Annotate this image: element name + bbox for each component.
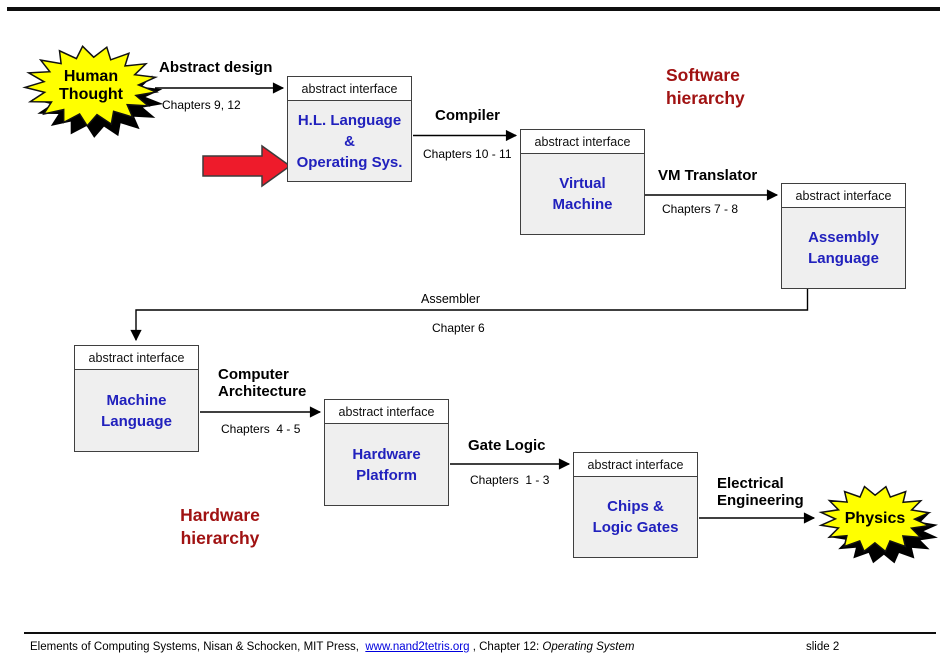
box-hl-language: abstract interface H.L. Language & Opera… — [287, 76, 412, 182]
hardware-hierarchy-label: Hardware hierarchy — [180, 505, 260, 548]
footer: Elements of Computing Systems, Nisan & S… — [30, 641, 634, 653]
human-thought-label: Human Thought — [59, 68, 123, 103]
box-title-hardware-platform: Hardware Platform — [352, 445, 421, 484]
top-rule — [7, 7, 940, 11]
box-title-assembly-language: Assembly Language — [808, 229, 879, 267]
box-title-chips-logic-gates: Chips & Logic Gates — [592, 498, 679, 536]
physics-label: Physics — [844, 510, 906, 527]
nand2tetris-link[interactable]: www.nand2tetris.org — [365, 641, 470, 653]
chapters-computer-architecture: Chapters 4 - 5 — [221, 422, 301, 436]
red-focus-arrow-icon — [202, 144, 292, 188]
box-title-hl-language: H.L. Language & Operating Sys. — [296, 111, 403, 171]
abstract-interface-header: abstract interface — [75, 346, 198, 370]
box-assembly-language: abstract interface Assembly Language — [781, 183, 906, 289]
arrow-assembler — [130, 288, 809, 342]
box-hardware-platform: abstract interface Hardware Platform — [324, 399, 449, 506]
footer-text-after-link: , Chapter 12: — [469, 641, 543, 653]
abstract-interface-header: abstract interface — [288, 77, 411, 101]
label-abstract-design: Abstract design — [159, 59, 273, 76]
box-machine-language: abstract interface Machine Language — [74, 345, 199, 452]
abstract-interface-header: abstract interface — [574, 453, 697, 477]
box-virtual-machine: abstract interface Virtual Machine — [520, 129, 645, 235]
label-gate-logic: Gate Logic — [468, 437, 546, 454]
slide-number: slide 2 — [806, 641, 840, 653]
chapters-gate-logic: Chapters 1 - 3 — [470, 473, 550, 487]
abstract-interface-header: abstract interface — [782, 184, 905, 208]
software-hierarchy-label: Software hierarchy — [666, 65, 745, 108]
abstract-interface-header: abstract interface — [521, 130, 644, 154]
chapters-assembler: Chapter 6 — [432, 321, 485, 335]
label-electrical-engineering: Electrical Engineering — [717, 475, 804, 509]
box-title-virtual-machine: Virtual Machine — [552, 175, 613, 213]
physics-star-icon — [818, 485, 932, 553]
label-computer-architecture: Computer Architecture — [218, 366, 307, 400]
footer-chapter-title: Operating System — [542, 641, 635, 653]
label-vm-translator: VM Translator — [658, 167, 758, 184]
chapters-abstract-design: Chapters 9, 12 — [162, 98, 241, 112]
label-assembler: Assembler — [421, 292, 481, 306]
chapters-compiler: Chapters 10 - 11 — [423, 147, 512, 161]
label-compiler: Compiler — [435, 107, 501, 124]
box-title-machine-language: Machine Language — [101, 391, 172, 430]
human-thought-star-icon — [22, 45, 160, 128]
box-chips-logic-gates: abstract interface Chips & Logic Gates — [573, 452, 698, 558]
footer-text-before-link: Elements of Computing Systems, Nisan & S… — [30, 641, 366, 653]
footer-rule — [24, 632, 936, 634]
abstract-interface-header: abstract interface — [325, 400, 448, 424]
chapters-vm-translator: Chapters 7 - 8 — [662, 202, 739, 216]
